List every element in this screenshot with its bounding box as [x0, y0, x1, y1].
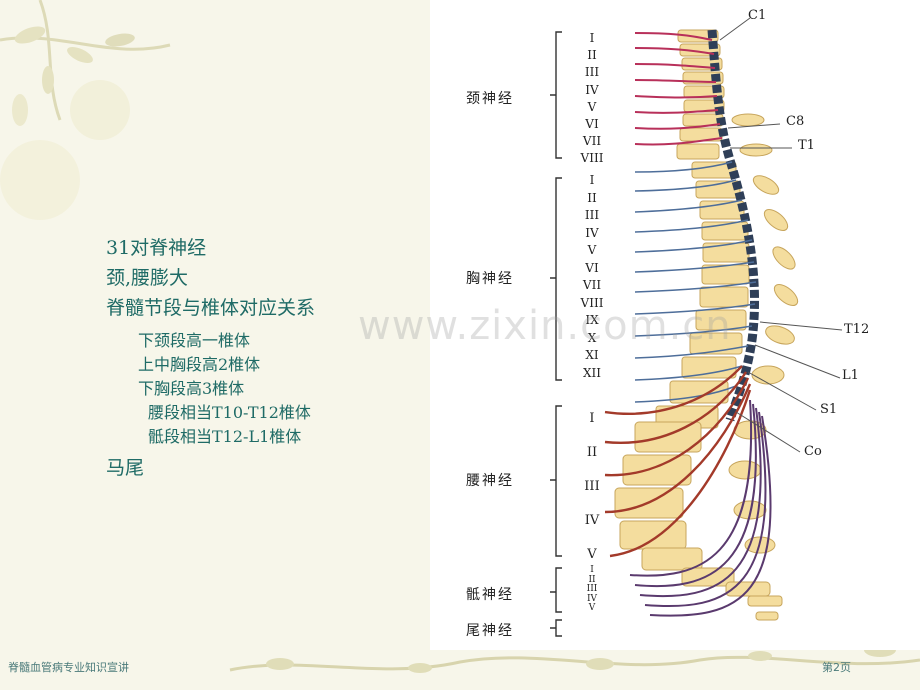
numeral: II: [586, 445, 598, 460]
sub-bullet-item: 下颈段高一椎体: [138, 331, 251, 350]
callout-l1: L1: [842, 368, 859, 383]
spinal-nerves-figure: 颈神经 胸神经 腰神经 骶神经 尾神经 I II III IV V VI VII…: [430, 0, 920, 650]
leaf-decoration-topleft: [0, 0, 171, 220]
numeral: IX: [585, 313, 599, 327]
region-brackets: [550, 31, 562, 637]
leaf-decoration-bottom: [229, 643, 920, 673]
numeral-list-cervical: I II III IV V VI VII VIII: [572, 30, 612, 168]
numeral: XI: [585, 348, 599, 362]
numeral: V: [588, 603, 596, 613]
numeral: VI: [585, 260, 599, 275]
sub-bullet-item: 骶段相当T12-L1椎体: [148, 427, 302, 446]
label-coccygeal-nerves: 尾神经: [466, 623, 514, 639]
callout-lines: [719, 17, 843, 453]
numeral: X: [587, 330, 597, 345]
numeral: V: [587, 547, 597, 562]
numeral: IV: [585, 225, 599, 240]
bullet-item: 颈,腰膨大: [106, 267, 189, 289]
spinal-cord: [707, 29, 760, 422]
page-number: 第2页: [822, 661, 851, 674]
callout-c8: C8: [786, 114, 805, 129]
numeral: VII: [582, 134, 602, 149]
numeral: V: [587, 99, 597, 114]
numeral: VI: [585, 117, 599, 132]
sub-bullet-item: 下胸段高3椎体: [138, 379, 245, 398]
numeral: III: [586, 584, 598, 594]
numeral: VIII: [580, 295, 604, 310]
numeral: III: [584, 65, 600, 80]
spinal-nerves-illustration: [550, 17, 843, 637]
cervical-nerves: [634, 32, 723, 146]
label-thoracic-nerves: 胸神经: [466, 271, 514, 287]
bullet-item: 马尾: [106, 457, 145, 479]
numeral: II: [588, 574, 596, 585]
callout-co: Co: [804, 444, 822, 459]
callout-t12: T12: [844, 322, 870, 337]
numeral: II: [587, 48, 597, 63]
lumbar-nerves: [604, 365, 752, 558]
numeral: III: [584, 479, 600, 494]
bullet-list: 31对脊神经 颈,腰膨大 脊髓节段与椎体对应关系 下颈段高一椎体 上中胸段高2椎…: [106, 233, 315, 483]
numeral: I: [590, 565, 594, 575]
sacral-nerves: [629, 399, 772, 617]
footer-title: 脊髓血管病专业知识宣讲: [8, 661, 129, 674]
numeral-list-lumbar: I II III IV V: [572, 402, 612, 572]
numeral-list-sacral: I II III IV V: [572, 565, 612, 614]
bullet-item: 31对脊神经: [106, 237, 207, 259]
numeral: I: [589, 411, 595, 426]
label-cervical-nerves: 颈神经: [466, 91, 514, 107]
numeral: I: [589, 31, 595, 45]
numeral: XII: [582, 365, 602, 380]
numeral: I: [589, 173, 595, 187]
sub-bullet-item: 上中胸段高2椎体: [138, 355, 261, 374]
numeral: VII: [582, 278, 602, 292]
numeral: IV: [585, 82, 599, 97]
callout-s1: S1: [820, 402, 838, 417]
numeral: II: [587, 190, 597, 205]
label-sacral-nerves: 骶神经: [466, 587, 514, 603]
thoracic-nerves: [634, 161, 757, 403]
label-lumbar-nerves: 腰神经: [466, 473, 514, 489]
numeral: V: [587, 243, 597, 257]
numeral-list-thoracic: I II III IV V VI VII VIII IX X XI XII: [572, 172, 612, 382]
callout-t1: T1: [798, 138, 815, 153]
bullet-item: 脊髓节段与椎体对应关系: [106, 297, 316, 319]
numeral: IV: [584, 513, 600, 528]
numeral: VIII: [580, 151, 604, 166]
numeral: IV: [586, 593, 598, 604]
callout-c1: C1: [748, 8, 767, 23]
sub-bullet-item: 腰段相当T10-T12椎体: [148, 403, 311, 422]
numeral: III: [584, 208, 600, 222]
